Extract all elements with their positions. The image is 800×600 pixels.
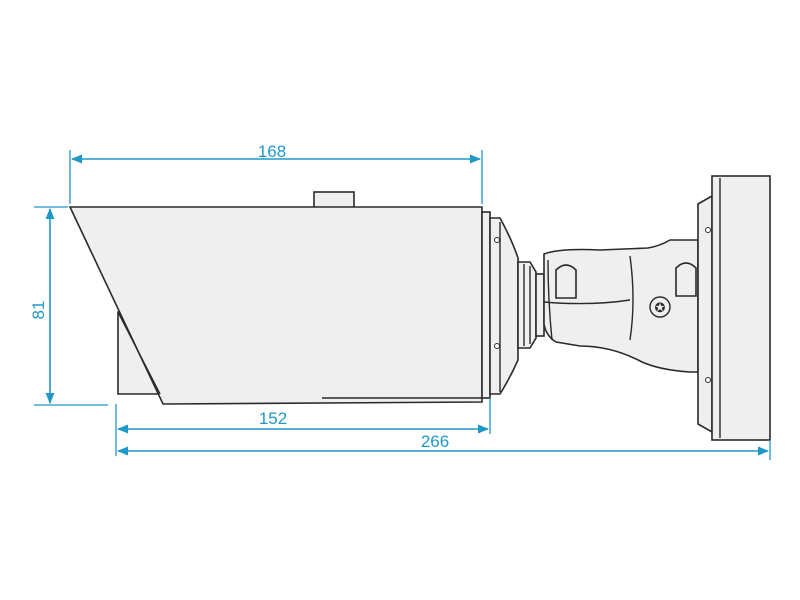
- plate-dot-2: [705, 377, 711, 383]
- bracket-arm: [543, 239, 699, 373]
- top-knob: [313, 191, 355, 209]
- sunshield-edge: [117, 311, 161, 395]
- camera-body: ✪: [68, 175, 771, 441]
- rear-cap: [489, 217, 519, 395]
- arm-line-top: [543, 299, 631, 305]
- dim-label-168: 168: [258, 142, 286, 161]
- dim-label-152: 152: [259, 409, 287, 428]
- neck-shaft: [535, 273, 545, 337]
- dim-label-81: 81: [29, 301, 48, 320]
- plate-dot-1: [705, 227, 711, 233]
- dimension-total-length: 266: [116, 432, 771, 460]
- dimension-housing-length: 168: [69, 142, 483, 204]
- arm-line-curve: [629, 255, 634, 341]
- star-screw-glyph: ✪: [655, 301, 666, 316]
- mount-plate: [711, 175, 771, 441]
- screw-dot-1: [494, 237, 500, 243]
- arm-line-inner: [547, 259, 553, 341]
- dimension-lower-length: 152: [115, 398, 491, 456]
- dim-label-266: 266: [421, 432, 449, 451]
- slot-left: [555, 264, 577, 299]
- neck-collar: [517, 261, 537, 349]
- screw-dot-2: [494, 343, 500, 349]
- rear-ring-1: [481, 211, 491, 399]
- slot-right: [675, 262, 697, 297]
- star-screw: [649, 296, 671, 318]
- dimension-height: 81: [29, 206, 108, 406]
